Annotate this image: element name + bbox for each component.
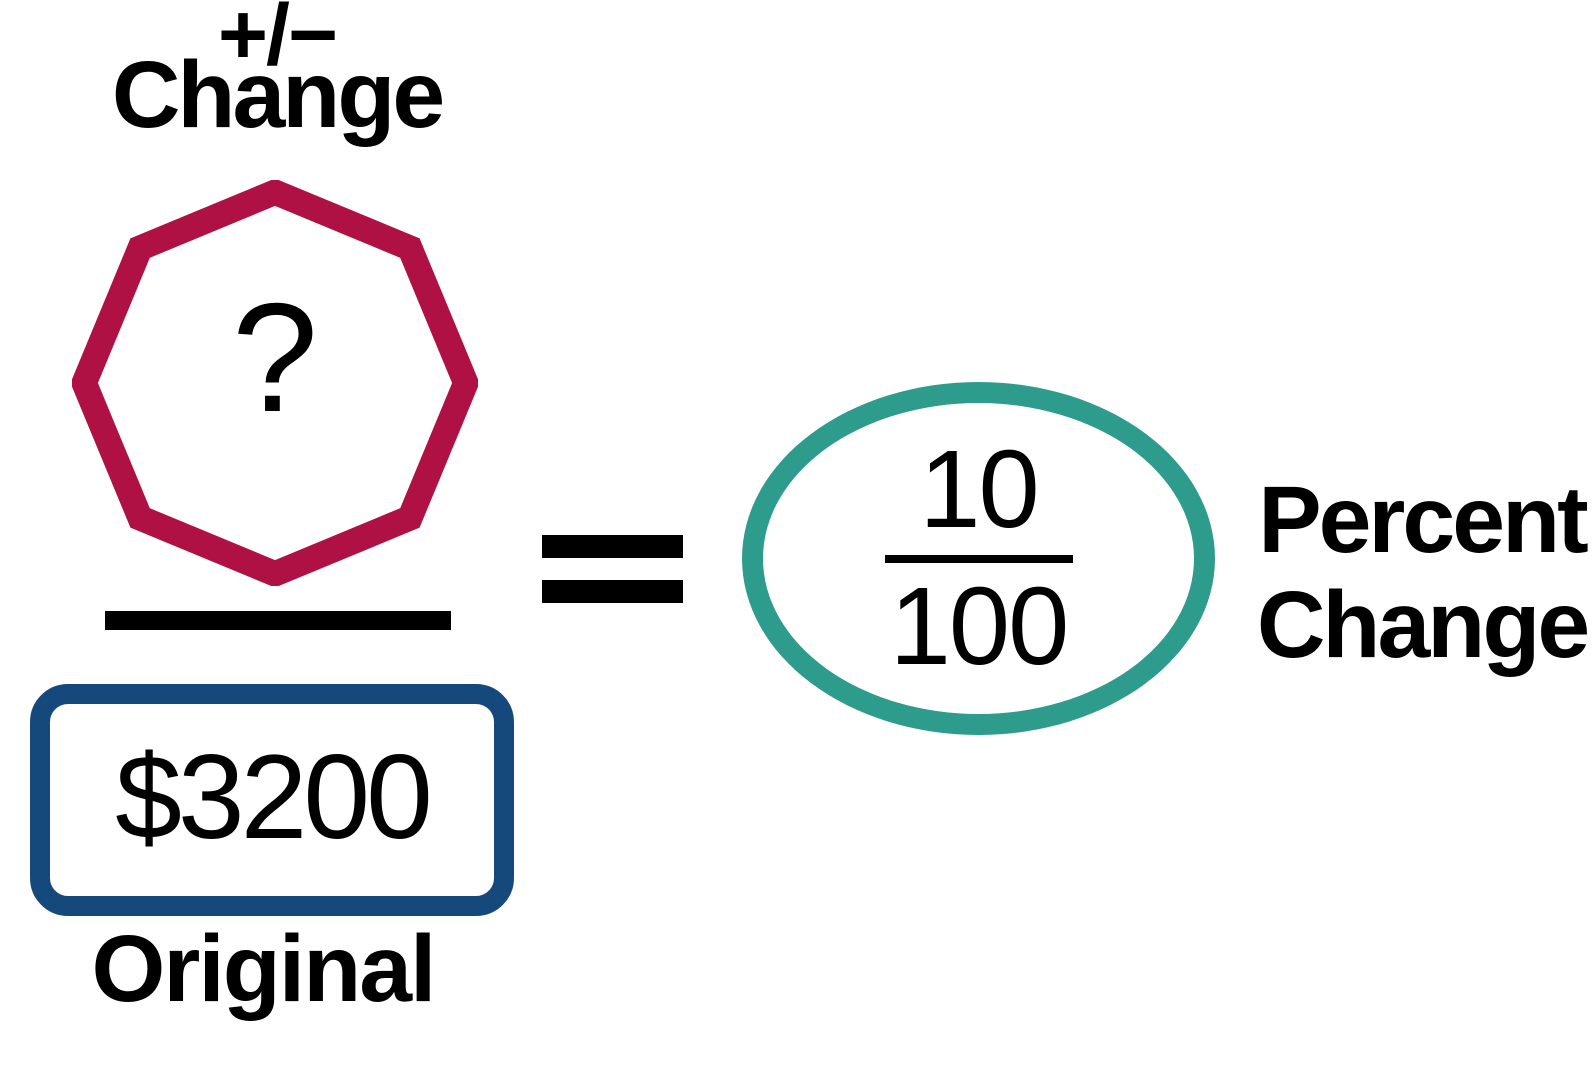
fraction-divider-bar [884,554,1073,563]
denominator-label-original: Original [91,916,437,1022]
octagon-icon [72,180,478,586]
numerator-label-change: Change [111,42,445,148]
original-value: $3200 [115,730,433,864]
plus-minus-sign: +/− [217,0,338,83]
original-value-box: $3200 [30,684,514,916]
fraction-bar [105,611,451,630]
percent-fraction-ellipse: 10 100 [742,382,1215,735]
equals-bar-top [542,535,683,558]
fraction-denominator: 100 [889,564,1070,688]
unknown-change-value: ? [231,271,319,444]
result-label-line2: Change [1256,571,1590,678]
result-label-percent-change: Percent Change [1242,468,1596,677]
equals-bar-bottom [542,580,683,603]
fraction-numerator: 10 [919,428,1039,551]
result-label-line1: Percent [1258,467,1589,573]
equals-icon: = [542,535,683,603]
octagon-outline [72,180,478,586]
